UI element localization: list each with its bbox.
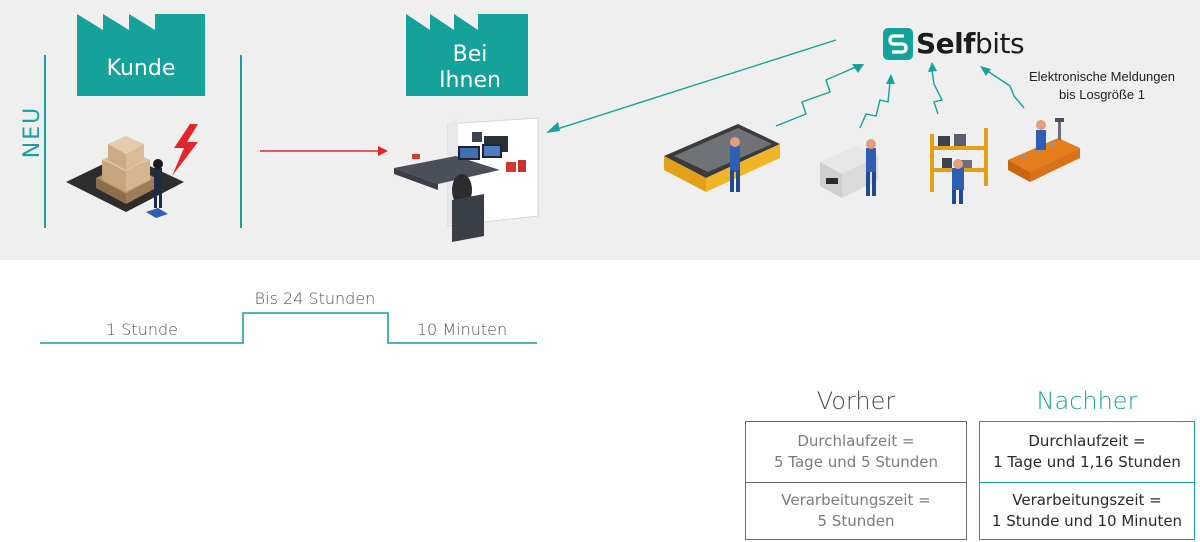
before-processing-cell: Verarbeitungszeit = 5 Stunden (745, 482, 967, 540)
timeline-step2-label: Bis 24 Stunden (254, 289, 376, 308)
neu-label: NEU (20, 105, 45, 159)
conveyor-machine-icon (664, 124, 780, 192)
your-factory-label-line2: Ihnen (439, 68, 501, 94)
left-divider (44, 55, 46, 228)
after-throughput-cell: Durchlaufzeit = 1 Tage und 1,16 Stunden (979, 421, 1195, 483)
office-workstation-icon (394, 117, 539, 242)
after-throughput-value: 1 Tage und 1,16 Stunden (993, 453, 1181, 471)
brand-name-bold: Self (916, 27, 975, 60)
your-factory-label: Bei Ihnen (425, 42, 515, 95)
before-throughput-label: Durchlaufzeit = (797, 432, 915, 450)
after-throughput-label: Durchlaufzeit = (1028, 432, 1146, 450)
before-processing-label: Verarbeitungszeit = (781, 491, 931, 509)
electronic-reports-annotation: Elektronische Meldungen bis Losgröße 1 (1012, 68, 1192, 103)
middle-divider (240, 55, 242, 228)
cnc-machine-icon (820, 139, 878, 198)
before-heading: Vorher (816, 387, 896, 415)
data-flow-arrows (546, 39, 1025, 133)
annotation-line1: Elektronische Meldungen (1029, 69, 1175, 84)
red-arrow (260, 146, 388, 156)
your-factory-label-line1: Bei (452, 42, 488, 67)
package-delivery-icon (66, 136, 184, 218)
customer-factory-label: Kunde (106, 56, 176, 81)
after-processing-label: Verarbeitungszeit = (1012, 491, 1162, 509)
brand-name-light: bits (974, 27, 1025, 60)
timeline-step3-label: 10 Minuten (416, 320, 508, 339)
annotation-line2: bis Losgröße 1 (1059, 86, 1145, 102)
before-throughput-cell: Durchlaufzeit = 5 Tage und 5 Stunden (745, 421, 967, 483)
before-throughput-value: 5 Tage und 5 Stunden (774, 453, 938, 471)
factory-icon (77, 14, 205, 96)
after-heading: Nachher (1036, 387, 1138, 415)
before-processing-value: 5 Stunden (817, 512, 895, 530)
lightning-icon (172, 124, 198, 176)
after-processing-value: 1 Stunde und 10 Minuten (991, 512, 1183, 530)
timeline-step1-label: 1 Stunde (106, 320, 178, 339)
factory-icon (406, 14, 528, 96)
shelving-station-icon (930, 128, 988, 204)
timeline-step-line (40, 312, 537, 344)
brand-name: Selfbits (916, 27, 1025, 60)
assembly-line-icon (1008, 118, 1080, 182)
after-processing-cell: Verarbeitungszeit = 1 Stunde und 10 Minu… (979, 482, 1195, 540)
selfbits-logo-icon (883, 28, 913, 60)
